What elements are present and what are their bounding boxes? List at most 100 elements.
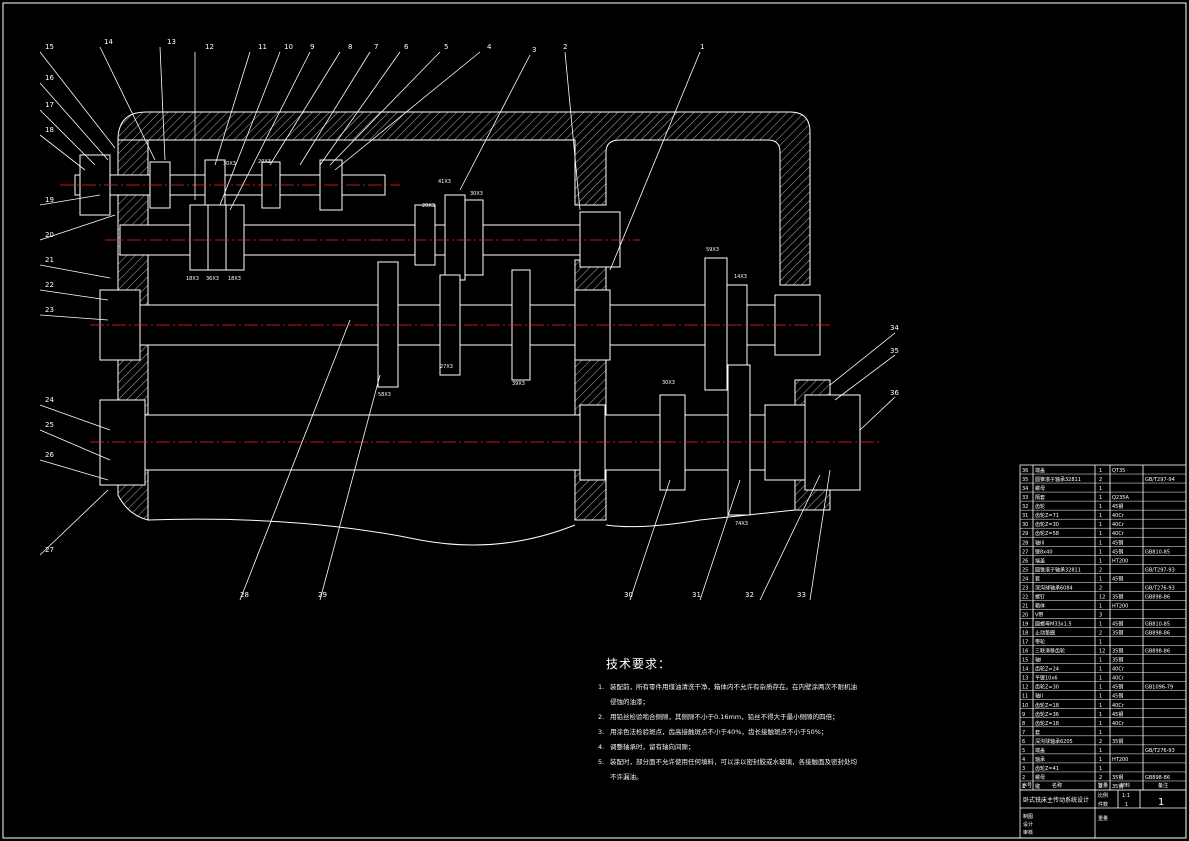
parts-cell-qty: 1 (1099, 694, 1102, 700)
parts-cell-no: 30 (1022, 522, 1028, 528)
parts-cell-name: 齿轮 (1035, 503, 1045, 510)
parts-cell-no: 20 (1022, 612, 1028, 618)
parts-cell-mat: 45钢 (1112, 575, 1123, 582)
parts-cell-no: 31 (1022, 513, 1028, 519)
parts-cell-mat: 40Cr (1112, 522, 1125, 528)
balloon-13: 13 (167, 38, 176, 46)
parts-cell-mat: 45钢 (1112, 693, 1123, 700)
parts-cell-qty: 1 (1099, 504, 1102, 510)
parts-cell-mat: 35钢 (1112, 783, 1123, 790)
parts-cell-note: GB898-86 (1145, 594, 1170, 600)
tech-item: 1. 装配前，所有零件用煤油清洗干净，箱体内不允许有杂质存在。在内壁涂两次不耐机… (598, 683, 857, 706)
parts-cell-qty: 1 (1099, 658, 1102, 664)
header-no: 序号 (1022, 782, 1032, 789)
gear-label: 20X3 (422, 203, 435, 209)
parts-cell-note: GB810-85 (1145, 549, 1170, 555)
balloon-5: 5 (444, 43, 448, 51)
parts-cell-mat: 45钢 (1112, 684, 1123, 691)
parts-cell-name: 齿轮Z=41 (1035, 765, 1059, 772)
parts-cell-no: 10 (1022, 703, 1028, 709)
parts-cell-mat: Q235A (1112, 495, 1129, 501)
tech-item: 2. 用铅丝检验啮合侧隙，其侧隙不小于0.16mm，铅丝不得大于最小侧隙的四倍； (598, 713, 839, 721)
parts-cell-mat: 35钢 (1112, 648, 1123, 655)
balloon-36: 36 (890, 389, 899, 397)
parts-cell-name: 轴I (1035, 657, 1041, 664)
parts-cell-qty: 2 (1099, 585, 1102, 591)
parts-cell-qty: 1 (1099, 721, 1102, 727)
balloon-8: 8 (348, 43, 352, 51)
parts-cell-no: 4 (1022, 757, 1025, 763)
parts-cell-no: 17 (1022, 640, 1028, 646)
parts-cell-no: 12 (1022, 685, 1028, 691)
parts-cell-qty: 2 (1099, 477, 1102, 483)
parts-cell-qty: 2 (1099, 567, 1102, 573)
parts-cell-name: 平键10x6 (1035, 675, 1058, 682)
technical-requirements: 技术要求： 1. 装配前，所有零件用煤油清洗干净，箱体内不允许有杂质存在。在内壁… (598, 655, 858, 785)
parts-cell-no: 22 (1022, 594, 1028, 600)
balloon-18: 18 (45, 126, 54, 134)
tech-item: 3. 用涂色法检验斑点，齿高接触斑点不小于40%，齿长接触斑点不小于50%； (598, 728, 828, 736)
parts-cell-mat: 35钢 (1112, 657, 1123, 664)
parts-cell-no: 2 (1022, 775, 1025, 781)
parts-cell-mat: 45钢 (1112, 621, 1123, 628)
parts-cell-note: GB810-85 (1145, 622, 1170, 628)
parts-cell-qty: 1 (1099, 730, 1102, 736)
parts-cell-no: 8 (1022, 721, 1025, 727)
parts-cell-qty: 1 (1099, 513, 1102, 519)
parts-cell-name: 键8x40 (1035, 548, 1053, 555)
gear-label: 14X3 (734, 274, 747, 280)
parts-cell-qty: 12 (1099, 594, 1105, 600)
parts-cell-no: 16 (1022, 649, 1028, 655)
leader-lines (39, 46, 896, 601)
qty-value: 1 (1125, 802, 1128, 808)
balloon-28: 28 (240, 591, 249, 599)
parts-cell-qty: 1 (1099, 622, 1102, 628)
balloon-17: 17 (45, 101, 54, 109)
parts-cell-mat: QT35 (1112, 468, 1125, 474)
parts-cell-note: GB1096-79 (1145, 685, 1173, 691)
parts-cell-name: 齿轮Z=58 (1035, 530, 1059, 537)
gear-label: 59X3 (706, 247, 719, 253)
parts-cell-name: 端盖 (1035, 467, 1045, 474)
parts-cell-no: 29 (1022, 531, 1028, 537)
parts-cell-mat: 40Cr (1112, 667, 1125, 673)
gear-label: 18X3 (186, 276, 199, 282)
parts-cell-name: 螺母 (1035, 774, 1045, 781)
tech-title: 技术要求： (606, 657, 672, 671)
parts-cell-mat: 40Cr (1112, 703, 1125, 709)
parts-cell-qty: 1 (1099, 540, 1102, 546)
parts-cell-mat: 45钢 (1112, 539, 1123, 546)
parts-cell-name: 轴承 (1035, 756, 1045, 763)
balloon-29: 29 (318, 591, 327, 599)
qty-label: 件数 (1098, 801, 1108, 808)
parts-cell-qty: 1 (1099, 757, 1102, 763)
balloon-33: 33 (797, 591, 806, 599)
parts-cell-note: GB/T276-93 (1145, 585, 1175, 591)
balloon-23: 23 (45, 306, 54, 314)
parts-cell-qty: 1 (1099, 603, 1102, 609)
parts-cell-no: 15 (1022, 658, 1028, 664)
parts-cell-mat: 45钢 (1112, 711, 1123, 718)
parts-cell-qty: 1 (1099, 522, 1102, 528)
gear-label: 41X3 (438, 179, 451, 185)
parts-cell-no: 14 (1022, 667, 1028, 673)
parts-cell-name: 带轮 (1035, 639, 1045, 646)
parts-cell-note: GB898-86 (1145, 775, 1170, 781)
balloon-21: 21 (45, 256, 54, 264)
parts-cell-name: 螺钉 (1035, 593, 1045, 600)
balloon-26: 26 (45, 451, 54, 459)
balloon-20: 20 (45, 231, 54, 239)
gear-label: 74X3 (735, 521, 748, 527)
parts-cell-name: 齿轮Z=30 (1035, 521, 1059, 528)
parts-cell-name: 圆锥滚子轴承32811 (1035, 476, 1081, 483)
parts-cell-no: 3 (1022, 766, 1025, 772)
parts-cell-qty: 1 (1099, 712, 1102, 718)
parts-cell-qty: 1 (1099, 766, 1102, 772)
parts-cell-qty: 1 (1099, 468, 1102, 474)
parts-cell-name: 三联滑移齿轮 (1035, 648, 1065, 655)
parts-cell-qty: 2 (1099, 784, 1102, 790)
parts-cell-mat: 40Cr (1112, 676, 1125, 682)
parts-cell-qty: 12 (1099, 649, 1105, 655)
balloon-15: 15 (45, 43, 54, 51)
